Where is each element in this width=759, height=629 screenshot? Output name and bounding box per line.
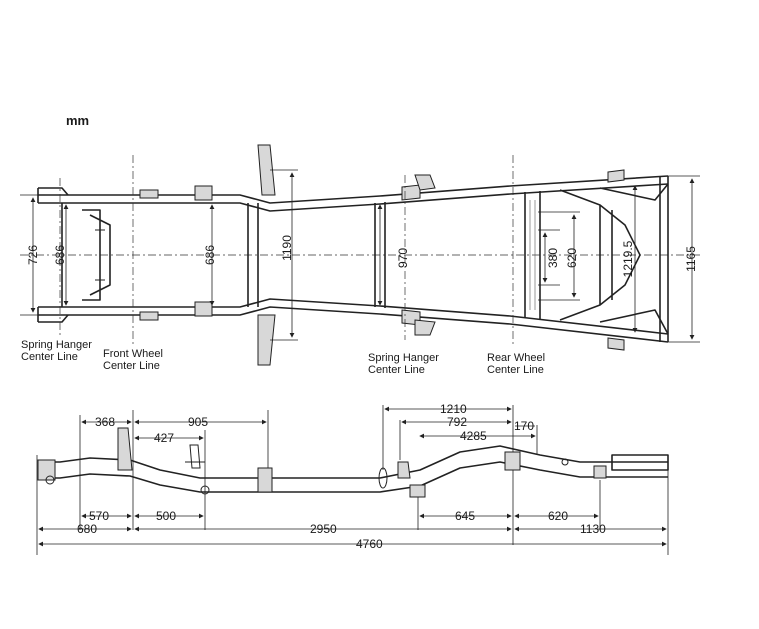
dim-1219-5: 1219.5 (621, 240, 635, 277)
front-crossmember (82, 209, 111, 301)
unit-label: mm (66, 113, 89, 128)
front-right-horn (37, 307, 69, 323)
dim-500: 500 (156, 509, 176, 523)
dim-4760: 4760 (356, 537, 383, 551)
front-end-block (37, 459, 56, 481)
dim-427: 427 (154, 431, 174, 445)
label-rear-wheel: Rear Wheel (487, 352, 545, 364)
dim-792: 792 (447, 415, 467, 429)
rear-x-member (559, 189, 641, 321)
label-front-wheel: Front Wheel (103, 348, 163, 360)
front-right-bracket (139, 311, 159, 321)
dim-686-front: 686 (53, 245, 67, 265)
rear-shackle-side (593, 465, 607, 479)
right-side-rail (38, 298, 669, 343)
rear-right-corner (607, 337, 625, 351)
dim-620: 620 (548, 509, 568, 523)
dim-1130: 1130 (580, 522, 606, 536)
dim-620-rear-spring: 620 (565, 248, 579, 268)
front-axle-bracket-eye (200, 485, 210, 495)
dim-680: 680 (77, 522, 97, 536)
front-shock-mount (185, 444, 205, 469)
label-front-spring-hanger-cl: Center Line (21, 351, 78, 363)
rear-end-crossmember (659, 176, 669, 342)
rear-right-shock-mount (414, 319, 436, 336)
dim-1190: 1190 (280, 235, 294, 261)
label-rear-spring-hanger: Spring Hanger (368, 352, 439, 364)
front-shackle-eye (45, 475, 55, 485)
dim-686-axle: 686 (203, 245, 217, 265)
dim-1165: 1165 (684, 246, 698, 272)
label-front-spring-hanger: Spring Hanger (21, 339, 92, 351)
dim-726: 726 (26, 245, 40, 265)
dim-368: 368 (95, 415, 115, 429)
dim-905: 905 (188, 415, 208, 429)
rear-bumper-bracket (611, 454, 669, 471)
side-view: 368 905 427 1210 792 4285 170 570 500 64… (36, 402, 669, 555)
rear-axle-mount-side (504, 451, 521, 471)
side-rail-profile (38, 445, 668, 493)
rear-left-shock-mount (414, 174, 436, 191)
dim-645: 645 (455, 509, 475, 523)
rear-diagonal-brace-upper (599, 183, 669, 201)
rear-diagonal-brace-lower (599, 309, 669, 335)
right-body-mount-outrigger (257, 314, 276, 366)
rear-bracket-eye (561, 458, 569, 466)
rear-left-corner (607, 169, 625, 183)
label-front-wheel-cl: Center Line (103, 360, 160, 372)
mid-crossmember-side (378, 467, 388, 489)
front-left-horn (37, 187, 69, 203)
mid-crossmember (374, 202, 386, 308)
rear-spring-shackle (409, 484, 426, 498)
front-right-axle-bracket (194, 301, 213, 317)
dim-570: 570 (89, 509, 109, 523)
rear-spring-hanger-side (397, 461, 411, 479)
label-rear-spring-hanger-cl: Center Line (368, 364, 425, 376)
dim-380: 380 (546, 248, 560, 268)
left-side-rail (38, 175, 669, 212)
dim-170: 170 (514, 419, 534, 433)
rear-left-spring-hanger (401, 184, 421, 201)
center-crossmember-side (257, 467, 273, 493)
dim-2950: 2950 (310, 522, 337, 536)
front-left-bracket (139, 189, 159, 199)
top-view: 726 686 686 1190 970 380 620 1219.5 1165 (20, 144, 700, 376)
left-body-mount-outrigger (257, 144, 276, 196)
rear-axle-crossmember (524, 191, 541, 320)
front-left-axle-bracket (194, 185, 213, 201)
dim-970: 970 (396, 248, 410, 268)
dim-1210: 1210 (440, 402, 467, 416)
center-crossmember (247, 203, 259, 307)
front-spring-hanger-side (117, 427, 133, 471)
dim-4285: 4285 (460, 429, 487, 443)
label-rear-wheel-cl: Center Line (487, 364, 544, 376)
